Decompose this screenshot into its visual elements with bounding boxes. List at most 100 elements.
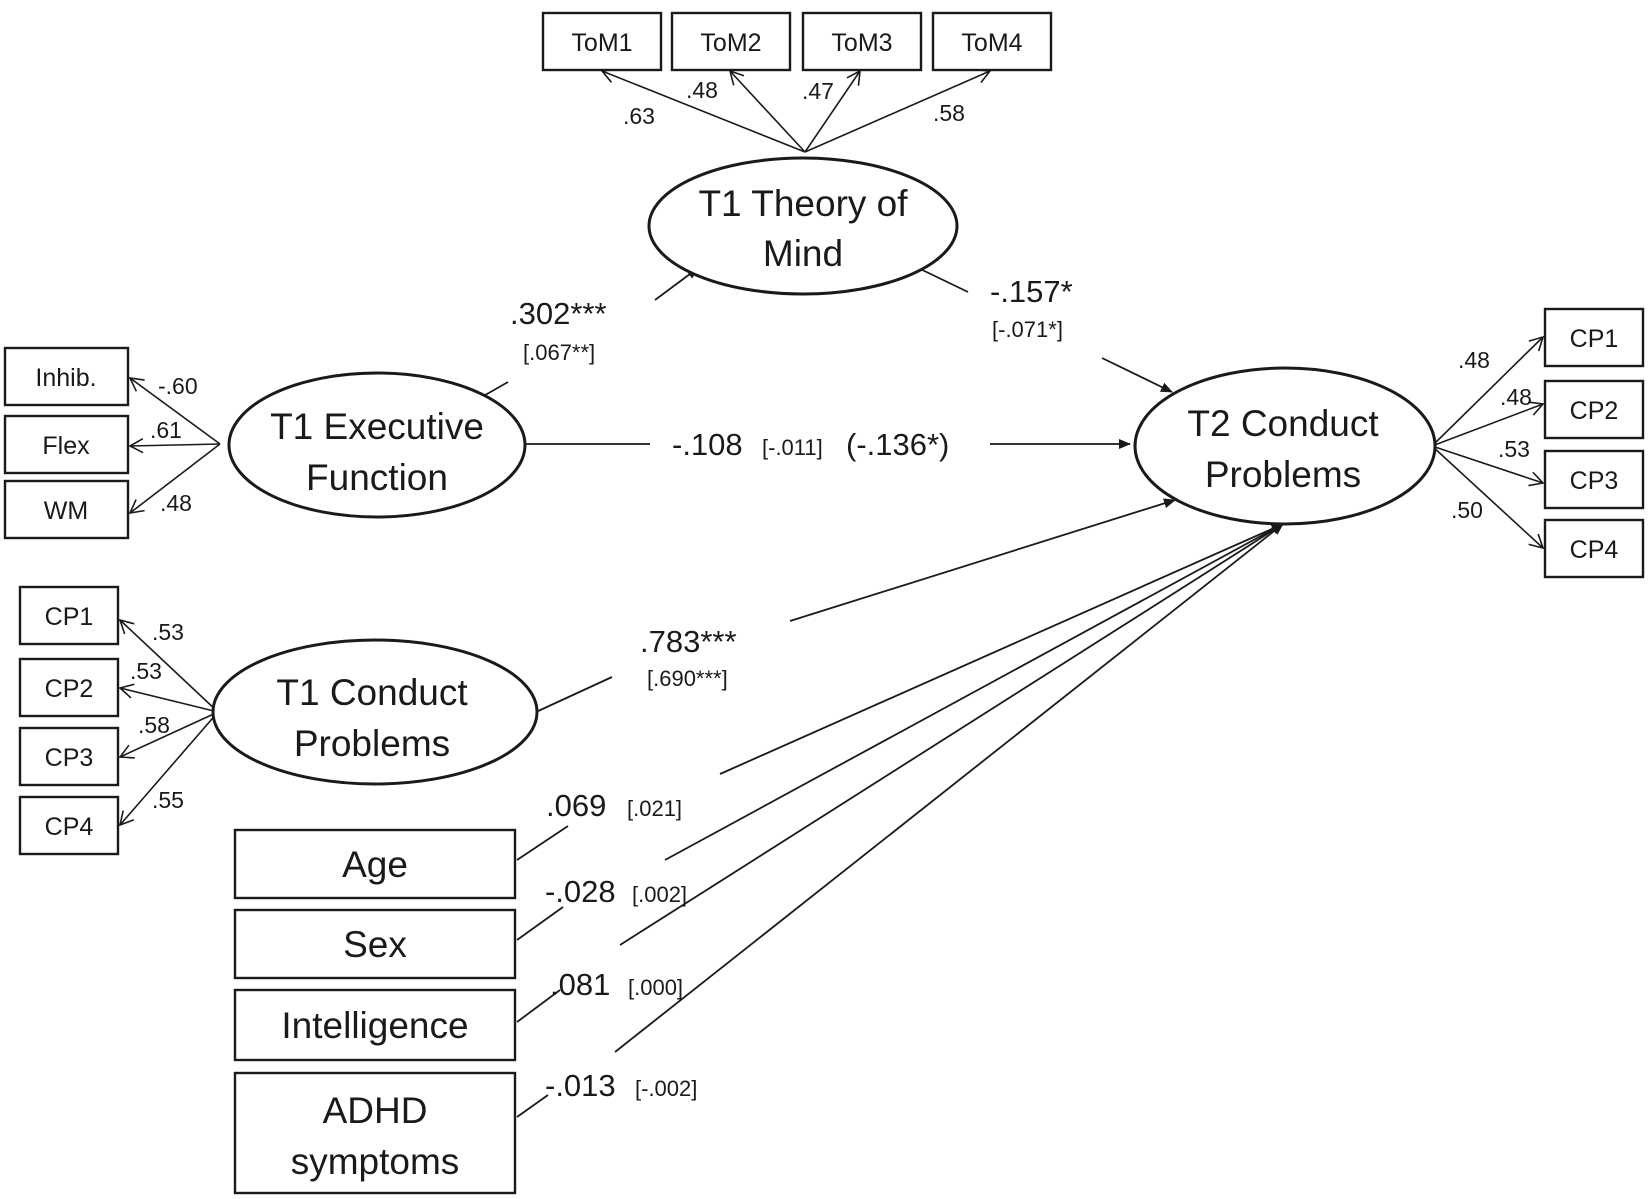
loading-tom4: .58 [933,100,965,126]
covariate-box-adhd [233,1071,517,1195]
path-t1-t2-indirect: [.690***] [647,666,728,691]
loading-line-t2cp4 [1431,445,1545,550]
indicator-box-t1cp4 [18,795,120,856]
covariate-sex-coef: -.028 [545,874,616,909]
path-ef-tom-indirect: [.067**] [523,340,595,365]
indicator-tom1: ToM1 [571,29,632,57]
loading-t2cp4: .50 [1451,497,1483,523]
covariate-adhd-indirect: [-.002] [635,1076,697,1101]
loading-tom3: .47 [802,78,834,104]
indicator-tom3: ToM3 [831,29,892,57]
indicator-box-t2cp1 [1543,307,1645,368]
path-line-age-t2-b [719,523,1284,775]
indicator-box-wm [3,479,130,540]
loading-t1cp1: .53 [152,619,184,645]
indicator-box-t2cp4 [1543,518,1645,579]
path-line-tom-t2-b [1101,357,1173,393]
path-line-sex-t2-a [516,906,564,941]
latent-tom-line1: T1 Theory of [698,183,908,224]
loading-line-tom2 [728,69,806,153]
path-line-t1-t2-b [789,498,1176,622]
covariate-sex-label: Sex [343,924,407,965]
loading-line-t2cp2 [1431,401,1545,447]
indicator-t1cp2: CP2 [45,675,94,703]
covariate-box-age [233,828,517,900]
indicator-tom4: ToM4 [961,29,1022,57]
latent-t1cp-line2: Problems [294,723,450,764]
path-tom-t2-coef: -.157* [990,274,1073,309]
indicator-box-tom3 [801,11,923,72]
latent-ef-line2: Function [306,457,448,498]
indicator-t1cp3: CP3 [45,744,94,772]
indicator-box-flex [3,414,130,475]
loading-inhib: -.60 [158,373,198,399]
loading-flex: .61 [150,417,182,443]
covariate-age-coef: .069 [546,788,606,823]
covariate-age-label: Age [342,844,408,885]
indicator-box-t2cp3 [1543,449,1645,510]
latent-tom-line2: Mind [763,233,843,274]
indicator-tom2: ToM2 [700,29,761,57]
latent-t1cp-line1: T1 Conduct [276,672,468,713]
path-line-adhd-t2-a [516,1094,549,1118]
covariate-adhd-line1: ADHD [323,1090,428,1131]
latent-tom-ellipse [647,156,959,296]
indicator-t1cp1: CP1 [45,603,94,631]
loading-line-t2cp3 [1431,445,1545,487]
indicator-box-tom1 [541,11,663,72]
loading-line-t1cp3 [118,711,219,759]
loading-t1cp2: .53 [130,658,162,684]
covariate-intelligence-label: Intelligence [281,1005,468,1046]
indicator-box-t2cp2 [1543,379,1645,440]
loading-t2cp3: .53 [1498,436,1530,462]
loading-wm: .48 [160,490,192,516]
path-ef-t2-coef: -.108 [672,427,743,462]
loading-line-t1cp2 [118,683,219,713]
latent-t2cp-line1: T2 Conduct [1187,403,1379,444]
loading-t2cp1: .48 [1458,347,1490,373]
indicator-flex: Flex [42,432,90,460]
loading-t1cp4: .55 [152,787,184,813]
indicator-box-t1cp1 [18,585,120,646]
path-line-adhd-t2-b [614,523,1284,1053]
loading-line-t1cp4 [118,711,219,827]
path-line-sex-t2-b [664,523,1284,861]
path-ef-tom-coef: .302*** [510,296,607,331]
indicator-box-t1cp2 [18,657,120,718]
indicator-t2cp4: CP4 [1570,536,1619,564]
indicator-t2cp1: CP1 [1570,325,1619,353]
path-line-int-t2-a [516,989,561,1023]
latent-ef-line1: T1 Executive [270,406,484,447]
indicator-inhib: Inhib. [35,364,96,392]
loading-line-inhib [128,377,221,445]
covariate-age-indirect: [.021] [627,796,682,821]
loading-t2cp2: .48 [1500,384,1532,410]
path-line-int-t2-b [619,523,1284,946]
loading-line-flex [128,438,221,454]
indicator-box-inhib [3,346,130,407]
covariate-adhd-line2: symptoms [291,1141,460,1182]
path-line-t1-t2-a [535,676,613,713]
covariate-intelligence-coef: .081 [550,967,610,1002]
loading-t1cp3: .58 [138,712,170,738]
loading-line-wm [128,443,221,515]
indicator-t1cp4: CP4 [45,813,94,841]
loading-tom1: .63 [623,103,655,129]
path-ef-t2-indirect: [-.011] [762,435,823,460]
covariate-intelligence-indirect: [.000] [628,975,683,1000]
indicator-box-t1cp3 [18,726,120,787]
path-t1-t2-coef: .783*** [640,624,737,659]
path-line-age-t2-a [516,825,569,861]
covariate-adhd-coef: -.013 [545,1068,616,1103]
path-tom-t2-indirect: [-.071*] [992,317,1063,342]
path-ef-t2-total: (-.136*) [846,427,949,462]
latent-t2cp-ellipse [1133,366,1437,526]
covariate-sex-indirect: [.002] [632,882,687,907]
covariate-box-sex [233,908,517,980]
indicator-t2cp3: CP3 [1570,467,1619,495]
indicator-box-tom4 [931,11,1053,72]
loading-line-t1cp1 [118,618,219,713]
latent-t2cp-line2: Problems [1205,454,1361,495]
indicator-box-tom2 [670,11,792,72]
